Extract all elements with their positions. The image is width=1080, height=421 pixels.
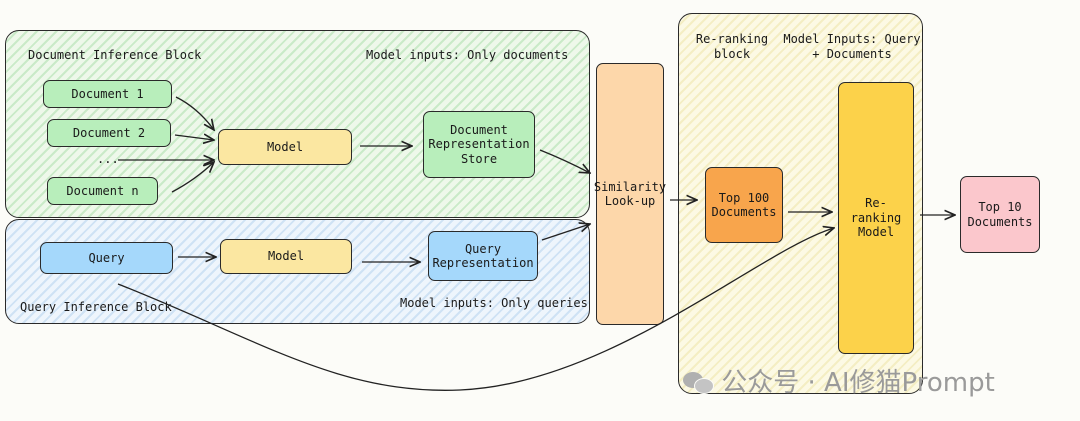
arrow-query-rep-to-similarity: [541, 224, 590, 241]
wechat-icon: [683, 369, 714, 395]
similarity-lookup-node: Similarity Look-up: [594, 63, 666, 325]
arrow-doc2-to-model: [174, 135, 214, 140]
query-block-title: Query Inference Block: [20, 300, 172, 314]
arrow-store-to-similarity: [539, 149, 590, 173]
query-block-inputs-note: Model inputs: Only queries: [400, 296, 588, 310]
arrow-docn-to-model: [171, 162, 214, 193]
document-1-node: Document 1: [43, 80, 172, 108]
document-n-node: Document n: [47, 177, 158, 205]
rerank-block-inputs-note: Model Inputs: Query + Documents: [783, 32, 921, 61]
watermark-text: 公众号 · AI修猫Prompt: [721, 368, 995, 398]
documents-ellipsis: ...: [97, 152, 119, 166]
rerank-block-title: Re-ranking block: [695, 32, 769, 61]
query-node: Query: [40, 242, 173, 274]
query-representation-node: Query Representation: [428, 231, 538, 281]
document-representation-store-node: Document Representation Store: [423, 111, 535, 178]
arrow-query-to-rerank-curve: [117, 228, 834, 391]
query-model-node: Model: [220, 239, 352, 274]
arrow-doc1-to-model: [175, 96, 214, 130]
top-100-documents-node: Top 100 Documents: [705, 167, 783, 243]
top-10-documents-node: Top 10 Documents: [960, 176, 1040, 253]
document-model-node: Model: [218, 129, 352, 165]
re-ranking-model-node: Re-ranking Model: [838, 82, 914, 354]
document-block-inputs-note: Model inputs: Only documents: [366, 48, 569, 62]
document-block-title: Document Inference Block: [28, 48, 202, 62]
document-2-node: Document 2: [47, 119, 171, 147]
watermark: 公众号 · AI修猫Prompt: [683, 362, 995, 399]
